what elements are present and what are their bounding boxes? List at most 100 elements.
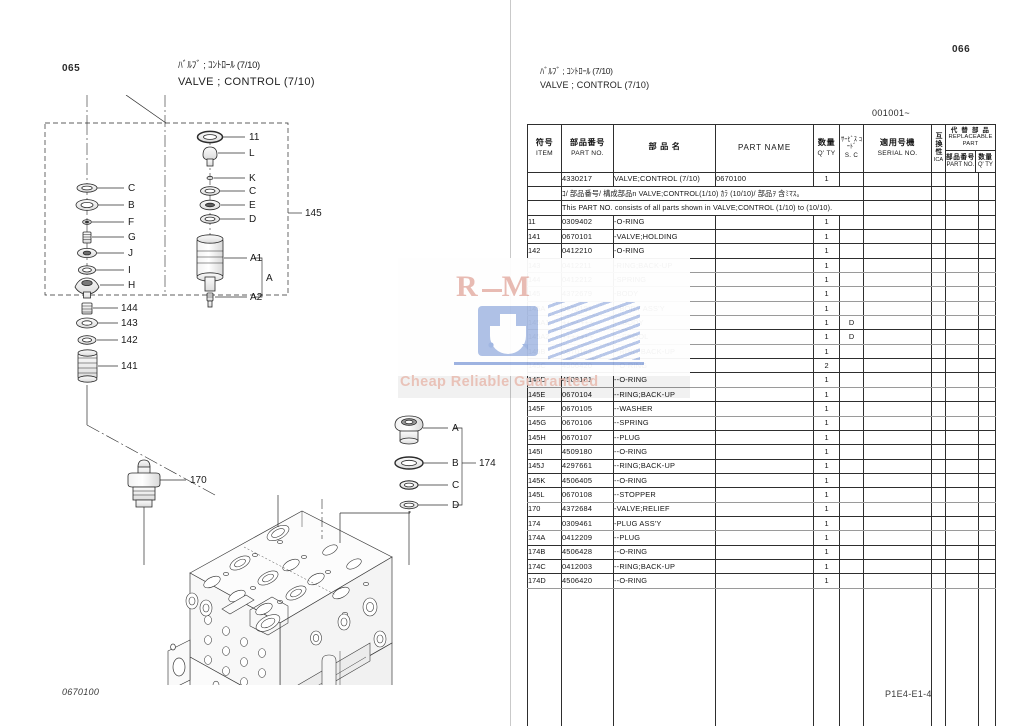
cell-part-name: [715, 415, 814, 431]
svg-text:11: 11: [249, 132, 260, 143]
cell-replaceable-part-no: [945, 243, 979, 259]
svg-text:141: 141: [121, 361, 138, 372]
cell-serial: [863, 401, 932, 417]
cell-item: 143: [527, 257, 562, 274]
cell-service-code: [839, 257, 864, 274]
cell-qty: 1: [813, 415, 840, 431]
cell-ica: [931, 229, 946, 245]
cell-ica: [931, 415, 946, 431]
cell-replaceable-part-no: [945, 415, 979, 431]
header-replaceable-part-top: 代 替 部 品 REPLACEABLE PART: [946, 125, 995, 151]
cell-replaceable-qty: [978, 415, 996, 431]
cell-ica: [931, 487, 946, 503]
cell-item: 144: [527, 272, 562, 288]
header-interchangeability: 互換性 ICA: [931, 124, 946, 173]
serial-number-range: 001001~: [872, 108, 911, 118]
svg-text:K: K: [249, 173, 256, 184]
cell-qty: 1: [813, 315, 840, 331]
cell-qty: 1: [813, 286, 840, 302]
cell-jp-name: -O-RING: [613, 243, 716, 259]
svg-text:G: G: [128, 232, 136, 243]
cell-replaceable-qty: [978, 171, 996, 188]
cell-service-code: [839, 243, 864, 259]
cell-item: 170: [527, 501, 562, 517]
cell-service-code: [839, 487, 864, 503]
cell-part-name: [715, 530, 814, 546]
cell-item: 145E: [527, 386, 562, 403]
header-serial-no-jp: 適用号機: [879, 138, 916, 148]
cell-part-name: [715, 501, 814, 517]
cell-item: 145L: [527, 487, 562, 503]
cell-item: 174: [527, 515, 562, 532]
cell-item: 142: [527, 243, 562, 259]
cell-service-code: [839, 415, 864, 431]
cell-qty: 1: [813, 272, 840, 288]
svg-text:H: H: [128, 280, 135, 291]
page-number-left: 065: [62, 63, 81, 74]
cell-part-name: [715, 286, 814, 302]
header-qty: 数量 Q' TY: [813, 124, 840, 173]
cell-part-name: [715, 458, 814, 474]
cell-jp-name: --O-RING: [613, 358, 716, 374]
cell-item: 145F: [527, 401, 562, 417]
cell-ica: [931, 343, 946, 360]
cell-item: 145C: [527, 358, 562, 374]
cell-part-name: [715, 544, 814, 560]
cell-part-name: [715, 272, 814, 288]
header-part-no-jp: 部品番号: [569, 138, 606, 148]
header-rep-partno-jp: 部品番号: [946, 154, 975, 162]
cell-replaceable-qty: [978, 372, 996, 388]
cell-item: 145A2: [527, 329, 562, 345]
cell-ica: [931, 358, 946, 374]
cell-qty: 1: [813, 214, 840, 231]
cell-ica: [931, 257, 946, 274]
parts-table: 符号 ITEM 部品番号 PART NO. 部 品 名 PART NAME 数量: [527, 124, 996, 726]
cell-serial: [863, 530, 932, 546]
cell-qty: 2: [813, 358, 840, 374]
cell-part-name: [715, 386, 814, 403]
cell-part-no: 0412003: [561, 558, 614, 575]
cell-part-name: [715, 343, 814, 360]
cell-replaceable-part-no: [945, 200, 979, 216]
cell-part-no: 0670104: [561, 386, 614, 403]
cell-serial: [863, 515, 932, 532]
svg-text:C: C: [249, 186, 256, 197]
cell-jp-name: -VALVE;HOLDING: [613, 229, 716, 245]
cell-part-name: 0670100: [715, 171, 814, 188]
cell-service-code: [839, 386, 864, 403]
cell-serial: [863, 415, 932, 431]
cell-jp-name: --O-RING: [613, 544, 716, 560]
cell-serial: [863, 186, 932, 202]
cell-replaceable-part-no: [945, 329, 979, 345]
cell-serial: [863, 558, 932, 575]
cell-part-no: 4330217: [561, 171, 614, 188]
cell-part-name: [715, 214, 814, 231]
cell-service-code: [839, 286, 864, 302]
header-part-no: 部品番号 PART NO.: [561, 124, 614, 173]
cell-jp-name: VALVE;CONTROL (7/10): [613, 171, 716, 188]
cell-service-code: [839, 444, 864, 460]
left-title-japanese: ﾊﾞﾙﾌﾞ ; ｺﾝﾄﾛｰﾙ (7/10): [178, 60, 260, 71]
cell-part-name: [715, 558, 814, 575]
cell-item: 145G: [527, 415, 562, 431]
cell-part-no: 4506405: [561, 472, 614, 489]
cell-item: [527, 186, 562, 202]
cell-replaceable-part-no: [945, 257, 979, 274]
cell-ica: [931, 315, 946, 331]
cell-qty: [813, 587, 840, 726]
header-item-en: ITEM: [536, 149, 553, 157]
cell-jp-name: -PLUG ASS'Y: [613, 515, 716, 532]
cell-part-no: 0412210: [561, 243, 614, 259]
header-service-code: ｻｰﾋﾞｽ ｺｰﾄﾞ S. C: [839, 124, 864, 173]
cell-replaceable-part-no: [945, 186, 979, 202]
cell-replaceable-qty: [978, 429, 996, 446]
cell-ica: [931, 530, 946, 546]
cell-serial: [863, 429, 932, 446]
svg-text:144: 144: [121, 303, 138, 314]
